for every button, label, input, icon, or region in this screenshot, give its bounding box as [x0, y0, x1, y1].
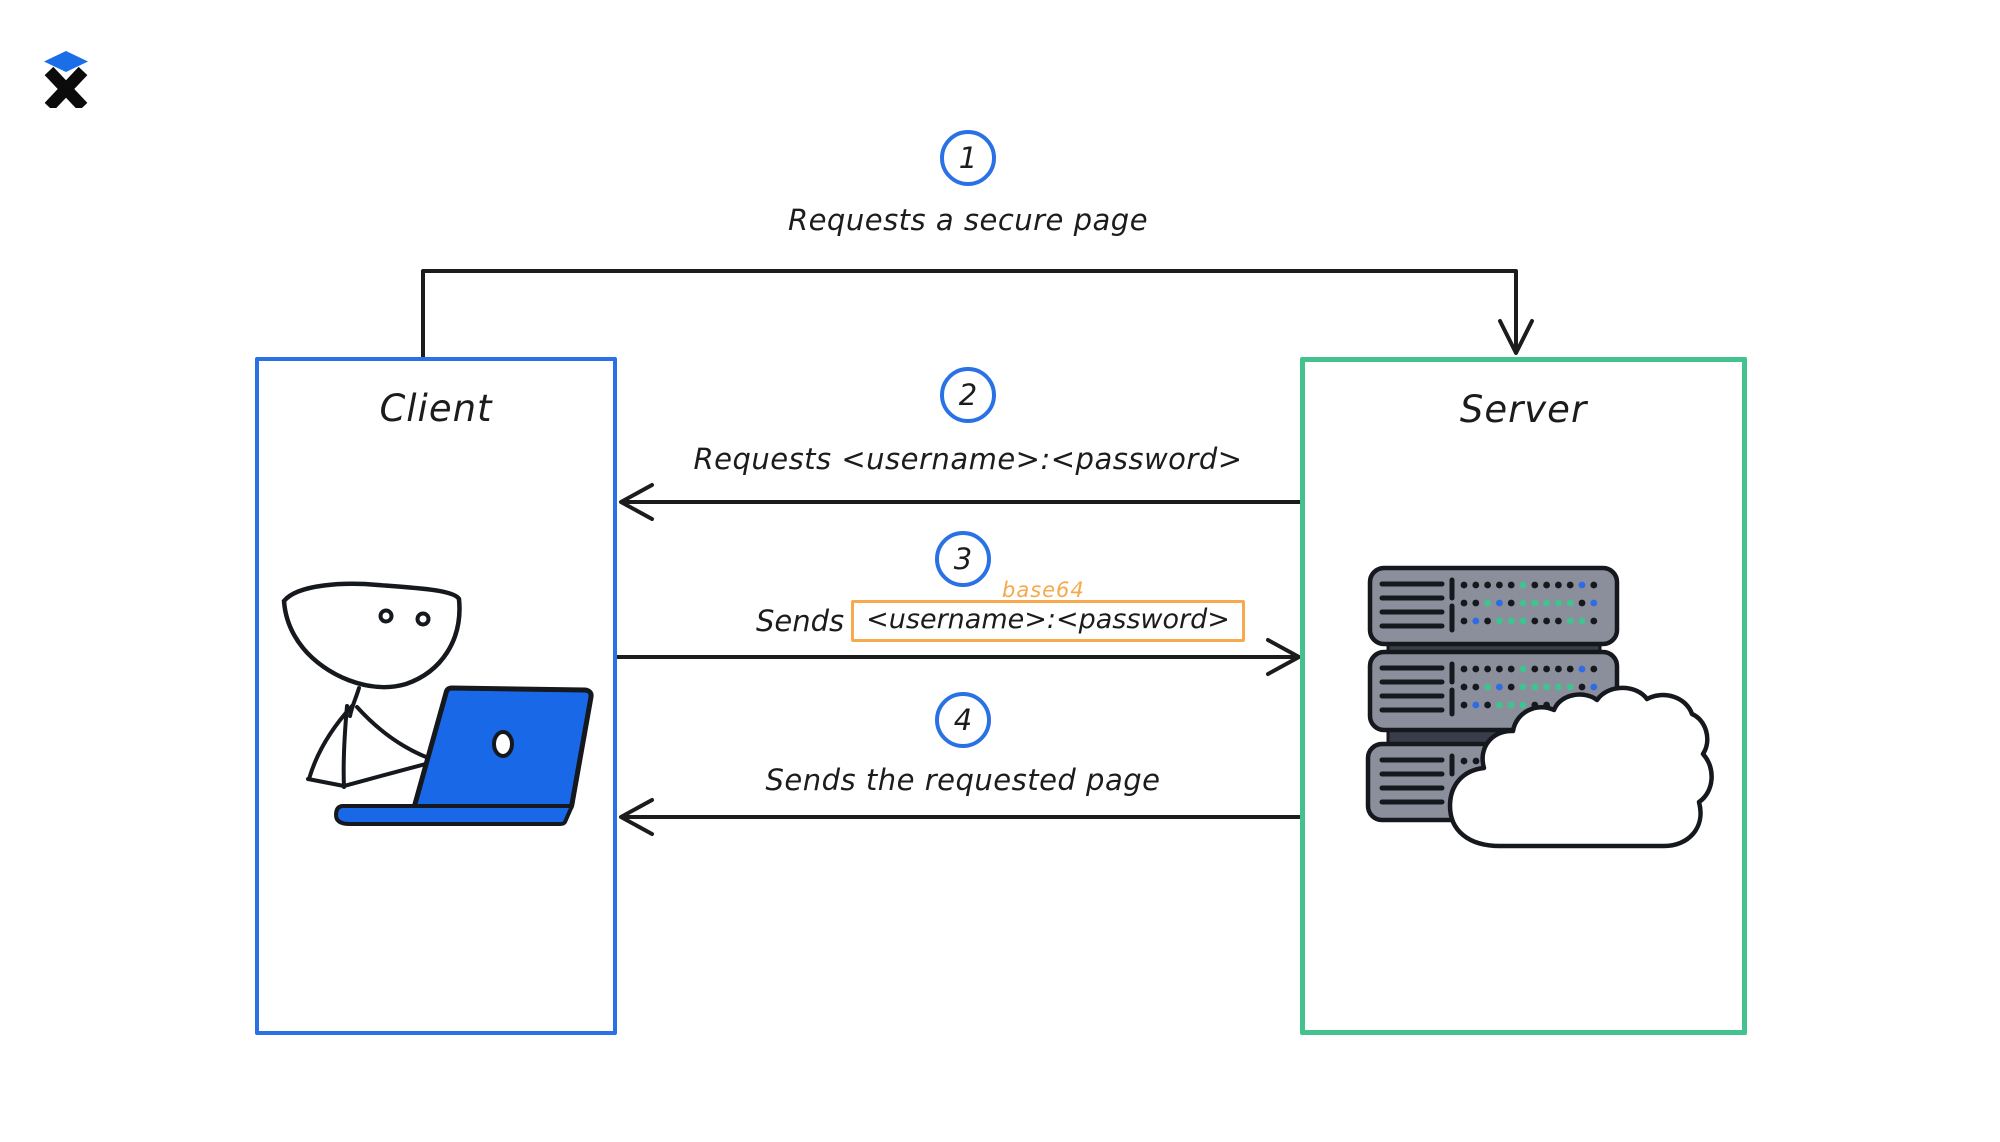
step1-caption: Requests a secure page [787, 203, 1149, 237]
arrow-step1 [421, 269, 1518, 359]
base64-annotation: base64 [1002, 578, 1085, 602]
client-label: Client [379, 387, 493, 430]
step4-number: 4 [953, 703, 973, 737]
step4-caption: Sends the requested page [765, 763, 1161, 797]
step3-caption-prefix: Sends [756, 604, 845, 638]
step2-number: 2 [958, 378, 978, 412]
step3-caption: Sends <username>:<password> [756, 600, 1245, 642]
arrowhead-step3 [1266, 638, 1301, 676]
client-box: Client [255, 357, 617, 1035]
arrowhead-step4 [619, 798, 654, 836]
arrowhead-step1 [1498, 319, 1534, 355]
step1-badge: 1 [940, 130, 996, 186]
encoded-credentials-box: <username>:<password> [851, 600, 1245, 642]
step3-badge: 3 [935, 531, 991, 587]
step4-badge: 4 [935, 692, 991, 748]
step3-number: 3 [953, 542, 973, 576]
server-label: Server [1459, 388, 1588, 431]
x-diamond-logo-icon [44, 51, 88, 108]
server-box: Server [1300, 357, 1747, 1035]
arrowhead-step2 [619, 483, 654, 521]
step2-badge: 2 [940, 367, 996, 423]
step2-caption: Requests <username>:<password> [693, 442, 1243, 476]
step1-number: 1 [958, 141, 978, 175]
